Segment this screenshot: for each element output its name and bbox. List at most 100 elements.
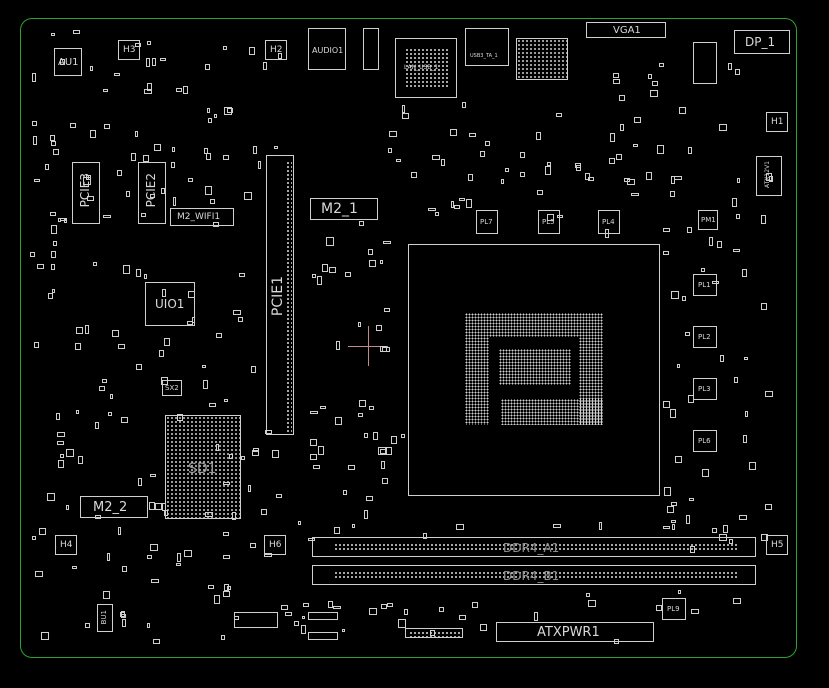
passive-component	[184, 549, 193, 557]
passive-component	[479, 623, 487, 631]
passive-component	[690, 609, 699, 615]
pcie2-slot[interactable]: PCIE2	[138, 162, 166, 224]
passive-component	[663, 525, 671, 529]
passive-component	[154, 503, 162, 511]
vga1-connector[interactable]: VGA1	[586, 22, 666, 38]
passive-component	[456, 524, 465, 531]
pl4-inductor[interactable]: PL4	[598, 210, 620, 234]
bottom-header-mid2[interactable]	[308, 632, 338, 640]
audio1-connector[interactable]: AUDIO1	[308, 28, 346, 70]
ddr4-a1-slot[interactable]: DDR4_A1	[312, 537, 756, 557]
passive-component	[646, 171, 653, 180]
passive-component	[239, 273, 246, 278]
m21-label: M2_1	[321, 201, 358, 217]
passive-component	[213, 222, 220, 228]
pl1-inductor[interactable]: PL1	[693, 274, 717, 296]
bottom-header-left[interactable]	[234, 612, 278, 628]
passive-component	[276, 493, 283, 498]
h2-label: H2	[270, 45, 283, 55]
passive-component	[719, 355, 724, 363]
passive-component	[228, 454, 233, 460]
pl2-inductor[interactable]: PL2	[693, 326, 717, 348]
passive-component	[359, 221, 365, 227]
h6-mount-hole[interactable]: H6	[264, 535, 286, 555]
passive-component	[454, 205, 461, 210]
passive-component	[669, 190, 675, 197]
passive-component	[87, 195, 95, 201]
passive-component	[610, 133, 616, 143]
pl3-label: PL3	[698, 385, 711, 393]
passive-component	[357, 412, 363, 417]
passive-component	[285, 611, 293, 616]
passive-component	[344, 271, 351, 277]
pl6-inductor[interactable]: PL6	[693, 430, 717, 452]
sd1-chipset[interactable]: SD1	[165, 415, 241, 519]
pm1-chip[interactable]: PM1	[698, 210, 718, 230]
passive-component	[461, 101, 466, 108]
bottom-header-mid[interactable]	[308, 612, 338, 620]
passive-component	[613, 639, 619, 645]
passive-component	[743, 434, 748, 443]
passive-component	[102, 591, 110, 600]
passive-component	[422, 532, 427, 539]
m2-1-slot[interactable]: M2_1	[310, 198, 378, 220]
au1-chip[interactable]: AU1	[54, 48, 82, 76]
pl3-inductor[interactable]: PL3	[693, 378, 717, 400]
passive-component	[688, 498, 694, 502]
pl5-inductor[interactable]: PL5	[538, 210, 560, 234]
passive-component	[671, 502, 678, 507]
h2-mount-hole[interactable]: H2	[265, 40, 287, 60]
passive-component	[681, 296, 686, 302]
pcie3-slot[interactable]: PCIE3	[72, 162, 100, 224]
passive-component	[249, 47, 256, 56]
passive-component	[60, 59, 66, 66]
ddr4-b1-pins	[333, 570, 737, 580]
h5-mount-hole[interactable]: H5	[766, 535, 788, 555]
cpu-socket[interactable]	[408, 244, 660, 496]
uio1-label: UIO1	[155, 297, 185, 311]
passive-component	[30, 251, 35, 257]
passive-component	[398, 619, 407, 629]
ddr4-b1-slot[interactable]: DDR4_B1	[312, 565, 756, 585]
passive-component	[224, 583, 230, 591]
rear-header-block[interactable]	[693, 42, 717, 84]
front-panel-pins	[408, 630, 462, 638]
passive-component	[223, 590, 231, 597]
pl7-inductor[interactable]: PL7	[476, 210, 498, 234]
atxpwr1-connector[interactable]: ATXPWR1	[496, 622, 654, 642]
board-outline	[20, 18, 797, 658]
atx12v-connector[interactable]: ATX12V1	[756, 156, 782, 196]
cpu-land-grid	[465, 313, 603, 425]
passive-component	[66, 504, 70, 510]
bu1-battery[interactable]: BU1	[97, 604, 113, 632]
passive-component	[520, 172, 526, 178]
cpu-grid-bottom	[501, 399, 603, 425]
sx2-chip[interactable]: SX2	[162, 380, 182, 396]
passive-component	[688, 146, 693, 154]
passive-component	[232, 512, 237, 521]
usb3-connector[interactable]: USB3_TA_1	[465, 28, 509, 66]
m2-2-slot[interactable]: M2_2	[80, 496, 148, 518]
passive-component	[383, 307, 390, 312]
passive-component	[223, 398, 228, 402]
passive-component	[223, 45, 228, 50]
passive-component	[223, 155, 230, 161]
m2-wifi-slot[interactable]: M2_WIFI1	[170, 208, 234, 226]
front-panel-header[interactable]	[405, 628, 463, 638]
h3-mount-hole[interactable]: H3	[118, 40, 140, 60]
passive-component	[78, 456, 84, 464]
usb-header-grid[interactable]	[516, 38, 568, 80]
h4-mount-hole[interactable]: H4	[55, 535, 77, 555]
passive-component	[716, 241, 722, 249]
sx2-label: SX2	[165, 384, 179, 392]
header-vertical-top[interactable]	[363, 28, 379, 70]
pl9-inductor[interactable]: PL9	[662, 598, 686, 620]
h1-mount-hole[interactable]: H1	[766, 112, 788, 132]
dp1-connector[interactable]: DP_1	[734, 30, 790, 54]
pcie1-slot[interactable]: PCIE1	[266, 155, 294, 435]
passive-component	[348, 465, 356, 471]
uio1-chip[interactable]: UIO1	[145, 282, 195, 326]
lan-usb-connector[interactable]: LAN_USB_1	[395, 38, 457, 98]
passive-component	[164, 338, 171, 347]
passive-component	[265, 430, 273, 435]
